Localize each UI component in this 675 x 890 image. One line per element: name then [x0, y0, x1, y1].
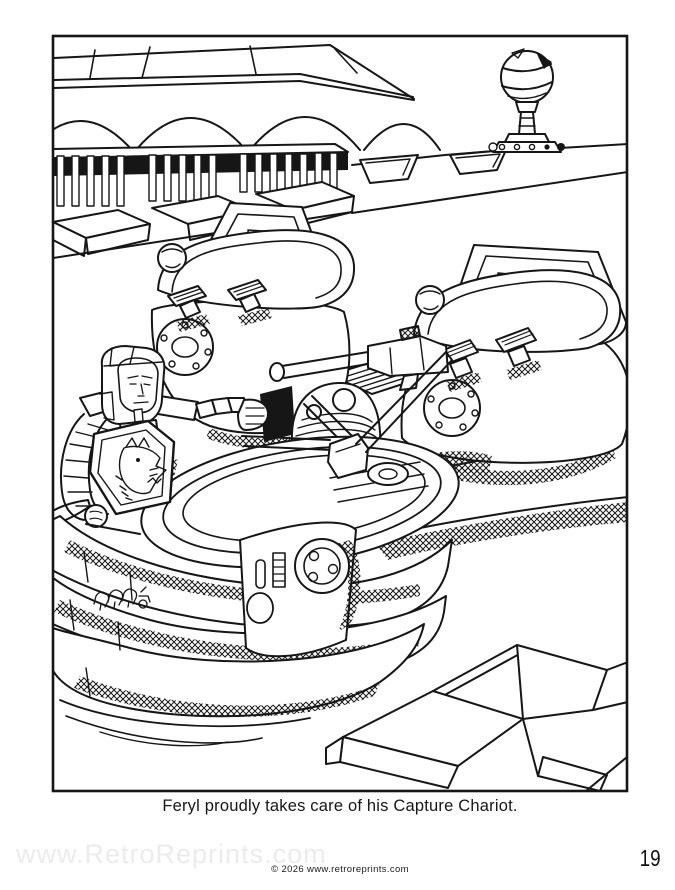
- chariot-emblem: [93, 586, 151, 611]
- right-chariot: [400, 244, 626, 486]
- rampart-wall: [351, 143, 626, 214]
- watermark-text: www.RetroReprints.com: [16, 839, 327, 869]
- right-arm: [195, 397, 269, 431]
- page-number: 19: [640, 845, 661, 871]
- illustration-frame: [51, 34, 629, 793]
- capture-chariot: [54, 351, 460, 747]
- face: [127, 375, 153, 404]
- hull-tiers: [54, 515, 453, 747]
- stone-blocks: [325, 644, 626, 790]
- side-panel: [239, 521, 361, 658]
- signal-tower: [488, 48, 565, 153]
- copyright-text: © 2026 www.retroreprints.com: [271, 864, 409, 875]
- feryl-character: [60, 345, 269, 535]
- caption-text: Feryl proudly takes care of his Capture …: [162, 797, 518, 815]
- left-chariot-levers: [167, 279, 272, 332]
- roll-bar: [241, 351, 453, 479]
- left-chariot: [150, 202, 356, 450]
- wolf-shield: [88, 419, 176, 516]
- wolf-head: [115, 437, 167, 501]
